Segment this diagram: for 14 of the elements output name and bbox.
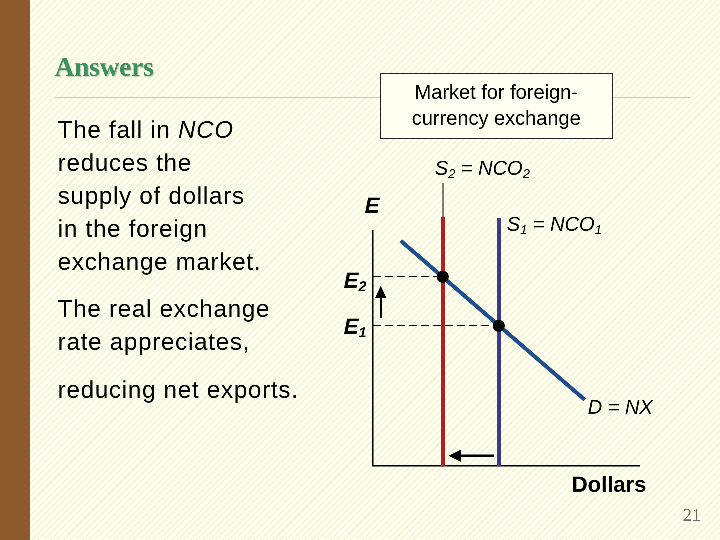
slide-title: Answers <box>55 52 154 83</box>
body-text: The fall in NCO reduces the supply of dollars in the foreign exchange market. <box>58 116 263 278</box>
axis-label: Dollars <box>572 472 647 498</box>
axis-label: E <box>365 193 380 219</box>
tick-label: E$_{1}$ <box>344 314 367 340</box>
curve-label: D = NX <box>588 396 654 420</box>
body-text: reducing net exports. <box>58 376 300 406</box>
curve-label: S$_{1}$ = NCO$_{1}$ <box>507 213 602 237</box>
page-number: 21 <box>683 504 701 526</box>
leader-line <box>442 182 444 218</box>
body-text: The real exchange rate appreciates, <box>58 295 272 358</box>
chart-title-box: Market for foreign-currency exchange <box>380 73 613 139</box>
tick-label: E$_{2}$ <box>344 268 367 294</box>
curve-label: S$_{2}$ = NCO$_{2}$ <box>435 157 530 181</box>
